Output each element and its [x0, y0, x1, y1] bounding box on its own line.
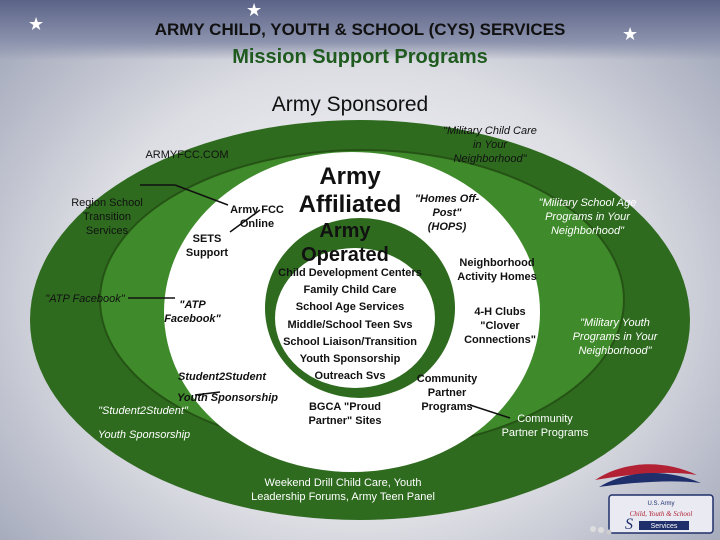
- youth-sponsorship-inner-label: Youth Sponsorship: [170, 391, 285, 405]
- student2student-inner-label: Student2Student: [172, 370, 272, 384]
- four-h-label: 4-H Clubs "Clover Connections": [455, 305, 545, 347]
- core-program-item: Middle/School Teen Svs: [265, 317, 435, 334]
- core-programs-list: Child Development Centers Family Child C…: [265, 265, 435, 385]
- youth-sponsorship-outer-label: Youth Sponsorship: [88, 428, 200, 442]
- sponsored-web: ARMYFCC.COM: [132, 148, 242, 162]
- sets-support-label: SETS Support: [182, 232, 232, 260]
- logo-s: S: [625, 516, 633, 533]
- logo-line2: Child, Youth & School: [630, 510, 693, 518]
- weekend-drill-label: Weekend Drill Child Care, Youth Leadersh…: [238, 476, 448, 504]
- military-child-care-label: "Military Child Care in Your Neighborhoo…: [440, 124, 540, 166]
- sponsored-label: Army Sponsored: [270, 92, 430, 117]
- operated-label: Army Operated: [285, 219, 405, 267]
- community-partner-outer-label: Community Partner Programs: [500, 412, 590, 440]
- region-school-label: Region School Transition Services: [62, 196, 152, 238]
- core-program-item: School Age Services: [265, 299, 435, 316]
- homes-off-post-label: "Homes Off-Post" (HOPS): [412, 192, 482, 234]
- arng-label: ARNG/USAR: [305, 455, 395, 469]
- military-youth-label: "Military Youth Programs in Your Neighbo…: [560, 316, 670, 358]
- core-program-item: Family Child Care: [265, 282, 435, 299]
- neighborhood-homes-label: Neighborhood Activity Homes: [447, 256, 547, 284]
- military-school-age-label: "Military School Age Programs in Your Ne…: [535, 196, 640, 238]
- affiliated-label: Army Affiliated: [280, 163, 420, 219]
- core-program-item: School Liaison/Transition: [265, 334, 435, 351]
- cys-logo: U.S. Army Child, Youth & School S Servic…: [585, 455, 717, 537]
- student2student-outer-label: "Student2Student": [88, 404, 198, 418]
- atp-facebook-inner-label: "ATP Facebook": [155, 298, 230, 326]
- bgca-label: BGCA "Proud Partner" Sites: [290, 400, 400, 428]
- core-program-item: Child Development Centers: [265, 265, 435, 282]
- army-fcc-online-label: Army FCC Online: [222, 203, 292, 231]
- logo-line1: U.S. Army: [647, 501, 674, 507]
- community-partner-inner-label: Community Partner Programs: [402, 372, 492, 414]
- logo-line3: Services: [651, 523, 678, 530]
- atp-facebook-outer-label: "ATP Facebook": [35, 292, 135, 306]
- core-program-item: Youth Sponsorship: [265, 351, 435, 368]
